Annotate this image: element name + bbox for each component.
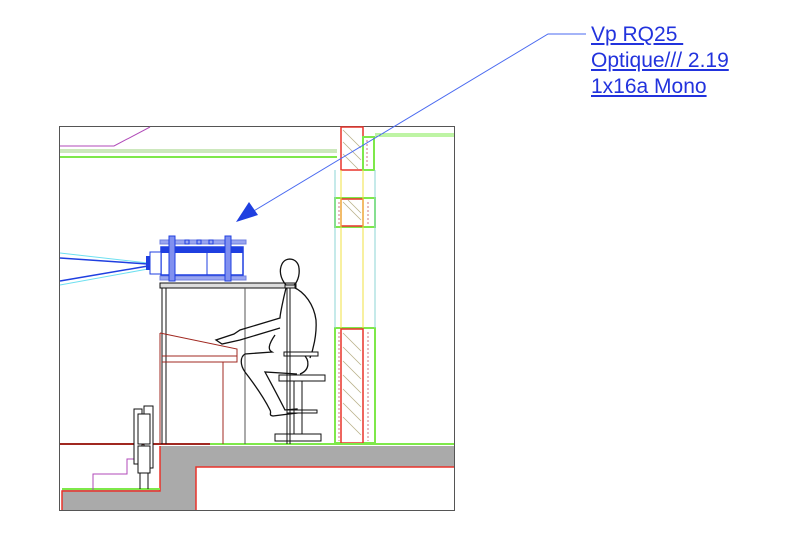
wall	[334, 126, 376, 444]
seated-person	[214, 258, 317, 417]
callout-line-model[interactable]: Vp RQ25	[591, 23, 684, 46]
ceiling	[60, 126, 454, 158]
viewport-frame	[59, 126, 455, 511]
projector	[59, 235, 247, 286]
floor-box	[133, 405, 154, 489]
keyboard-tray	[159, 332, 238, 444]
callout-leader	[236, 33, 586, 222]
callout-line-optics[interactable]: Optique/// 2.19	[591, 49, 729, 72]
stool	[274, 284, 326, 444]
desk	[159, 282, 297, 444]
callout-line-power[interactable]: 1x16a Mono	[591, 75, 707, 98]
equipment-callout: Vp RQ25 Optique/// 2.19 1x16a Mono	[591, 22, 729, 100]
floor-slab	[60, 443, 454, 510]
